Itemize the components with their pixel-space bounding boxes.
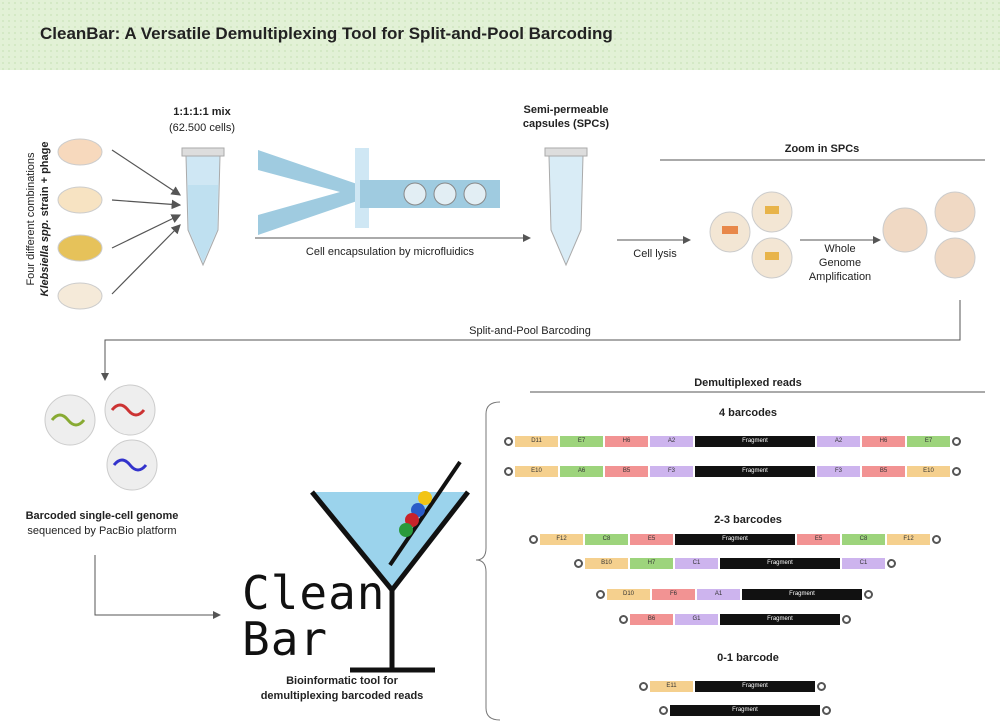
adapter-loop-icon <box>932 535 941 544</box>
adapter-loop-icon <box>639 682 648 691</box>
capsule-tube-icon <box>544 147 588 267</box>
barcoded-genome-capsules-icon <box>44 384 158 491</box>
split-pool-label: Split-and-Pool Barcoding <box>469 325 591 337</box>
fragment-segment: Fragment <box>720 558 840 569</box>
adapter-loop-icon <box>842 615 851 624</box>
amplified-capsules-icon <box>882 191 976 279</box>
adapter-loop-icon <box>659 706 668 715</box>
read-group-label: 2-3 barcodes <box>714 514 782 526</box>
barcode-segment: F6 <box>652 589 695 600</box>
input-description: Four different combinations Klebsiella s… <box>24 109 52 329</box>
adapter-loop-icon <box>952 437 961 446</box>
barcode-segment: E7 <box>560 436 603 447</box>
barcoded-label-2: sequenced by PacBio platform <box>27 525 177 537</box>
cocktail-glass-icon <box>310 460 470 673</box>
adapter-loop-icon <box>822 706 831 715</box>
fragment-segment: Fragment <box>742 589 862 600</box>
page-title: CleanBar: A Versatile Demultiplexing Too… <box>40 24 613 43</box>
mix-count: (62.500 cells) <box>168 122 236 134</box>
barcode-segment: F3 <box>650 466 693 477</box>
encapsulation-label: Cell encapsulation by microfluidics <box>305 246 475 258</box>
fragment-segment: Fragment <box>695 466 815 477</box>
barcode-segment: B6 <box>630 614 673 625</box>
wga-label-1: Whole <box>824 243 856 255</box>
barcode-segment: F3 <box>817 466 860 477</box>
fragment-segment: Fragment <box>670 705 820 716</box>
barcode-segment: A6 <box>560 466 603 477</box>
barcode-segment: A1 <box>697 589 740 600</box>
tool-label-2: demultiplexing barcoded reads <box>260 690 424 702</box>
capsules-label-1: Semi-permeable <box>523 104 609 116</box>
lysis-label: Cell lysis <box>633 248 677 260</box>
microfluidic-chip-icon <box>258 148 500 235</box>
barcode-segment: E5 <box>630 534 673 545</box>
barcode-segment: C1 <box>675 558 718 569</box>
wga-label-3: Amplification <box>808 271 872 283</box>
barcode-segment: E10 <box>907 466 950 477</box>
reads-brace <box>475 401 501 721</box>
adapter-loop-icon <box>817 682 826 691</box>
fragment-segment: Fragment <box>675 534 795 545</box>
barcode-segment: H7 <box>630 558 673 569</box>
adapter-loop-icon <box>504 467 513 476</box>
mix-arrows <box>111 149 182 295</box>
adapter-loop-icon <box>574 559 583 568</box>
barcode-segment: A2 <box>817 436 860 447</box>
barcode-segment: C8 <box>842 534 885 545</box>
culture-plates <box>57 138 103 310</box>
tool-label-1: Bioinformatic tool for <box>286 675 398 687</box>
barcode-segment: H6 <box>862 436 905 447</box>
fragment-segment: Fragment <box>695 436 815 447</box>
barcode-segment: B10 <box>585 558 628 569</box>
barcode-segment: C8 <box>585 534 628 545</box>
input-line1: Four different combinations <box>25 152 37 286</box>
barcode-segment: E5 <box>797 534 840 545</box>
lysed-capsules-icon <box>709 191 793 279</box>
read-group-label: 4 barcodes <box>718 407 778 419</box>
barcode-segment: D11 <box>515 436 558 447</box>
adapter-loop-icon <box>529 535 538 544</box>
reads-title: Demultiplexed reads <box>694 377 802 389</box>
mix-label: 1:1:1:1 mix <box>173 106 231 118</box>
cleanbar-logo-line2: Bar <box>242 612 329 666</box>
read-group-label: 0-1 barcode <box>717 652 779 664</box>
barcode-segment: B5 <box>605 466 648 477</box>
fragment-segment: Fragment <box>695 681 815 692</box>
adapter-loop-icon <box>619 615 628 624</box>
barcode-segment: C1 <box>842 558 885 569</box>
barcode-segment: E11 <box>650 681 693 692</box>
barcode-segment: F12 <box>540 534 583 545</box>
title-banner <box>0 0 1000 70</box>
input-line2: strain + phage <box>39 141 51 220</box>
adapter-loop-icon <box>504 437 513 446</box>
barcode-segment: G1 <box>675 614 718 625</box>
fragment-segment: Fragment <box>720 614 840 625</box>
adapter-loop-icon <box>864 590 873 599</box>
adapter-loop-icon <box>596 590 605 599</box>
adapter-loop-icon <box>887 559 896 568</box>
cleanbar-logo-line1: Clean <box>242 566 386 620</box>
barcode-segment: F12 <box>887 534 930 545</box>
adapter-loop-icon <box>952 467 961 476</box>
barcode-segment: H6 <box>605 436 648 447</box>
zoom-label: Zoom in SPCs <box>784 143 860 155</box>
wga-label-2: Genome <box>818 257 862 269</box>
barcode-segment: D10 <box>607 589 650 600</box>
mix-tube-icon <box>181 147 225 267</box>
barcode-segment: E7 <box>907 436 950 447</box>
species-name: Klebsiella spp. <box>39 219 51 297</box>
barcode-segment: E10 <box>515 466 558 477</box>
barcode-segment: B5 <box>862 466 905 477</box>
barcode-segment: A2 <box>650 436 693 447</box>
capsules-label-2: capsules (SPCs) <box>522 118 610 130</box>
barcoded-label-1: Barcoded single-cell genome <box>25 510 179 522</box>
